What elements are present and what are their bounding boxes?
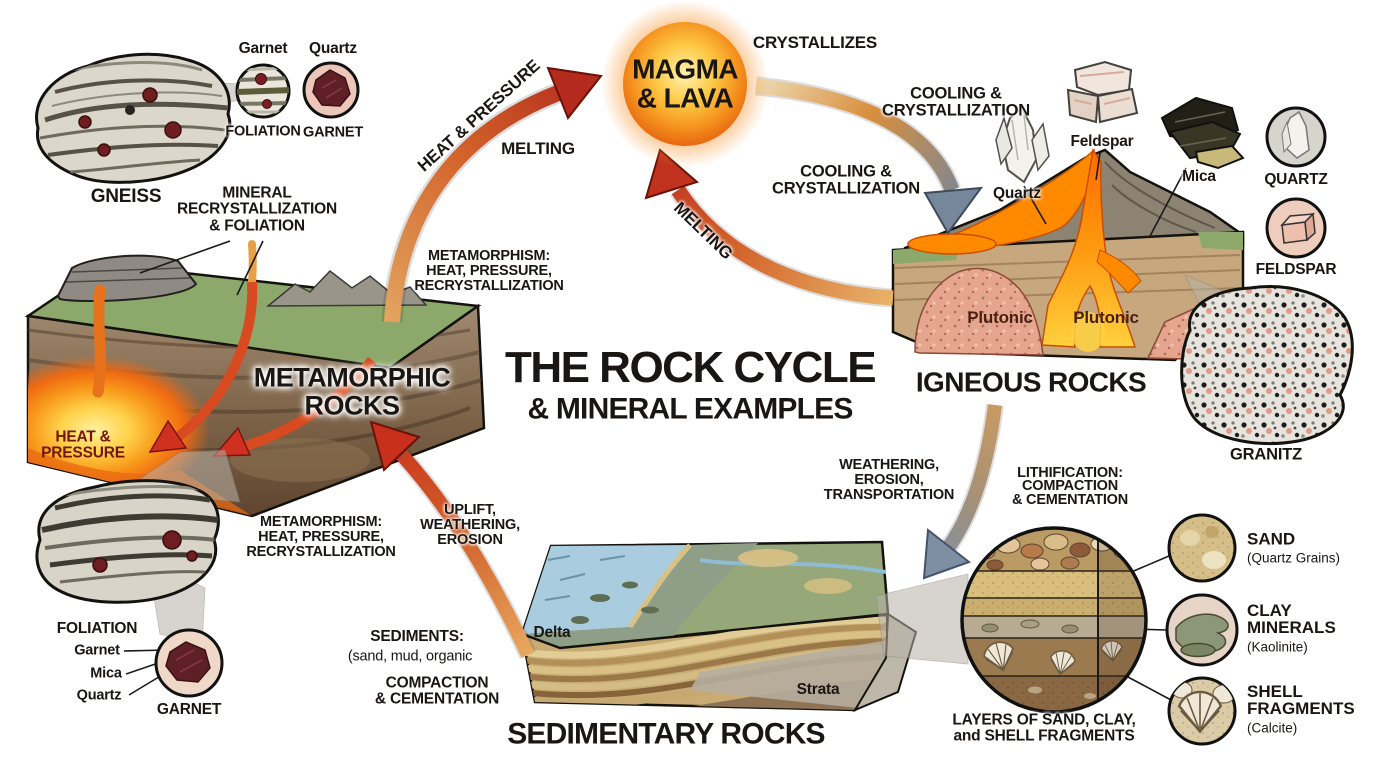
feldspar-rock-illustration [1066,60,1139,124]
plutonic-left-label: Plutonic [967,308,1033,328]
igneous-rocks-title: IGNEOUS ROCKS [915,366,1147,398]
sand-detail-label: (Quartz Grains) [1247,550,1341,566]
sand-label: SAND [1247,529,1296,549]
garnet-inset-label: GARNET [302,124,364,141]
garnet-lower-inset-circle [154,628,224,698]
lithification-label: LITHIFICATION: COMPACTION & CEMENTATION [1011,465,1129,508]
feldspar-inset-circle [1265,197,1327,259]
quartz-inset-label: QUARTZ [1264,170,1328,188]
cooling-crystallization-upper-label: COOLING & CRYSTALLIZATION [882,84,1030,120]
metamorphic-rocks-title: METAMORPHIC ROCKS [253,362,451,421]
garnet-top-label: Garnet [238,39,288,57]
magma-lava-label: MAGMA & LAVA [632,53,738,114]
clay-minerals-label: CLAY MINERALS [1247,601,1336,637]
sedimentary-block-illustration [520,540,918,713]
mica-lower-label: Mica [90,665,122,682]
shell-inset-circle [1167,676,1237,746]
quartz-crystal-illustration [995,106,1050,184]
feldspar-sample-label: Feldspar [1070,132,1134,150]
sand-inset-circle [1167,513,1237,583]
layers-caption-label: LAYERS OF SAND, CLAY, and SHELL FRAGMENT… [952,711,1136,745]
granite-label: GRANITZ [1230,445,1302,464]
page-subtitle: & MINERAL EXAMPLES [527,392,853,426]
garnet-lower-label: Garnet [74,642,120,659]
feldspar-inset-label: FELDSPAR [1255,260,1337,278]
crystallizes-label: CRYSTALLIZES [752,33,878,53]
shell-detail-label: (Calcite) [1247,720,1298,736]
uplift-weathering-erosion-label: UPLIFT, WEATHERING, EROSION [420,502,520,549]
delta-label: Delta [533,623,571,641]
metamorphic-rock-sample-illustration [35,479,220,604]
sediments-compaction-label: COMPACTION & CEMENTATION [374,674,500,708]
heat-pressure-zone-label: HEAT & PRESSURE [41,428,125,462]
clay-detail-label: (Kaolinite) [1247,639,1308,655]
melting-left-label: MELTING [501,139,575,159]
cycle-arrows [369,66,1004,659]
gneiss-rock-illustration [35,52,232,184]
foliation-inset-circle [235,63,291,119]
quartz-lower-label: Quartz [76,687,122,704]
quartz-inset-circle [1265,106,1327,168]
sediments-label: SEDIMENTS: [370,627,464,645]
foliation-lower-label: FOLIATION [56,619,138,637]
mineral-recrystallization-label: MINERAL RECRYSTALLIZATION & FOLIATION [177,184,337,235]
clay-inset-circle [1165,593,1239,667]
weathering-erosion-transportation-label: WEATHERING, EROSION, TRANSPORTATION [823,457,955,504]
metamorphism-upper-label: METAMORPHISM: HEAT, PRESSURE, RECRYSTALL… [414,248,564,295]
granite-rock-illustration [1180,285,1354,445]
gneiss-label: GNEISS [90,186,162,208]
mica-sample-label: Mica [1182,167,1216,185]
magma-lava-node [601,0,769,168]
cooling-crystallization-lower-label: COOLING & CRYSTALLIZATION [772,162,920,198]
quartz-top-label: Quartz [309,39,357,57]
strata-label: Strata [796,680,840,698]
garnet-lower-inset-label: GARNET [156,700,222,718]
metamorphism-lower-label: METAMORPHISM: HEAT, PRESSURE, RECRYSTALL… [246,514,396,561]
shell-fragments-label: SHELL FRAGMENTS [1247,682,1355,718]
sediments-paren-label: (sand, mud, organic [347,648,473,665]
sedimentary-rocks-title: SEDIMENTARY ROCKS [507,717,825,751]
plutonic-right-label: Plutonic [1073,308,1139,328]
quartz-sample-label: Quartz [993,184,1041,202]
page-title: THE ROCK CYCLE [504,342,877,392]
mica-rock-illustration [1160,96,1245,170]
foliation-inset-label: FOLIATION [225,123,301,140]
layers-inset-circle [960,526,1148,714]
garnet-inset-circle [302,61,360,119]
